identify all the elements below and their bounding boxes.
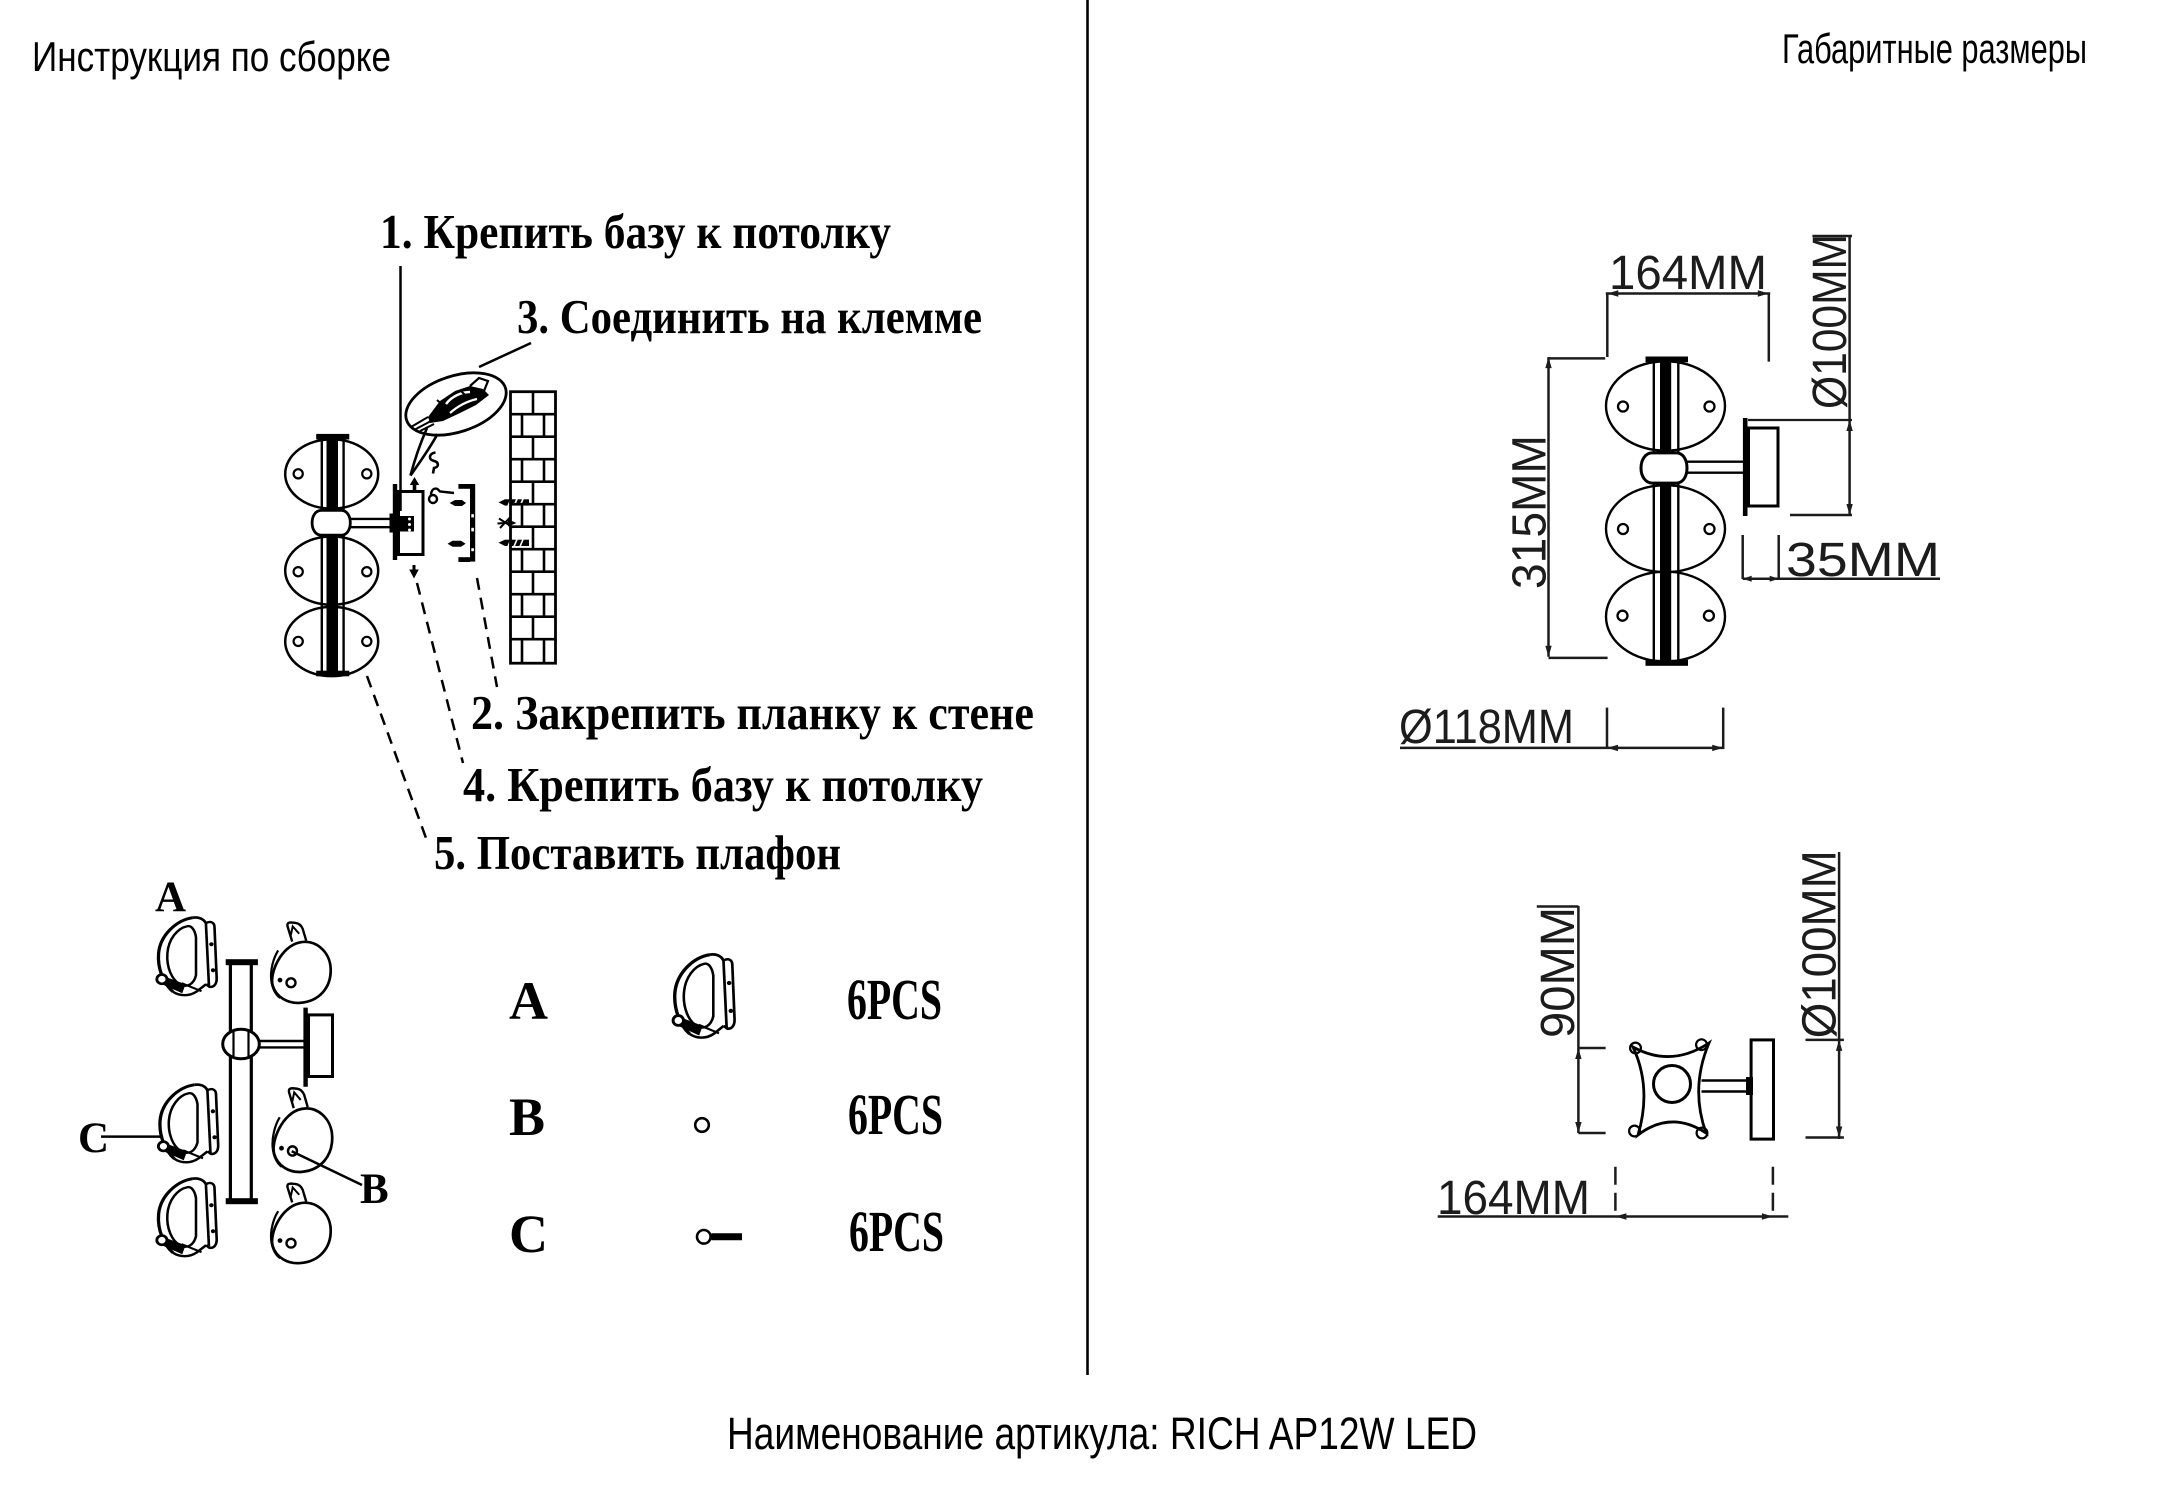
svg-text:5. Поставить плафон: 5. Поставить плафон [434, 825, 841, 880]
svg-text:C: C [509, 1204, 548, 1264]
svg-text:164MM: 164MM [1437, 1172, 1590, 1225]
svg-text:C: C [78, 1115, 109, 1162]
svg-text:6PCS: 6PCS [848, 1082, 943, 1147]
svg-text:Ø118MM: Ø118MM [1399, 701, 1574, 754]
svg-text:Ø100MM: Ø100MM [1804, 234, 1857, 409]
svg-text:B: B [360, 1166, 389, 1213]
svg-text:3. Соединить на клемме: 3. Соединить на клемме [517, 289, 982, 344]
svg-text:315MM: 315MM [1504, 435, 1557, 589]
svg-text:90MM: 90MM [1532, 907, 1585, 1038]
svg-text:164MM: 164MM [1609, 247, 1767, 300]
svg-text:Ø100MM: Ø100MM [1794, 850, 1847, 1038]
svg-text:35MM: 35MM [1786, 534, 1940, 587]
svg-text:A: A [155, 874, 186, 921]
svg-text:Габаритные размеры: Габаритные размеры [1782, 25, 2087, 72]
svg-text:B: B [509, 1087, 545, 1147]
svg-text:Инструкция по сборке: Инструкция по сборке [32, 33, 391, 80]
svg-text:Наименование артикула: RICH AP: Наименование артикула: RICH AP12W LED [727, 1408, 1477, 1459]
svg-text:1. Крепить базу к потолку: 1. Крепить базу к потолку [380, 204, 891, 259]
svg-text:4. Крепить базу к потолку: 4. Крепить базу к потолку [463, 757, 983, 812]
svg-text:2. Закрепить планку к стене: 2. Закрепить планку к стене [471, 685, 1034, 740]
svg-text:6PCS: 6PCS [847, 967, 942, 1032]
svg-text:A: A [509, 971, 548, 1031]
svg-text:6PCS: 6PCS [849, 1199, 944, 1264]
